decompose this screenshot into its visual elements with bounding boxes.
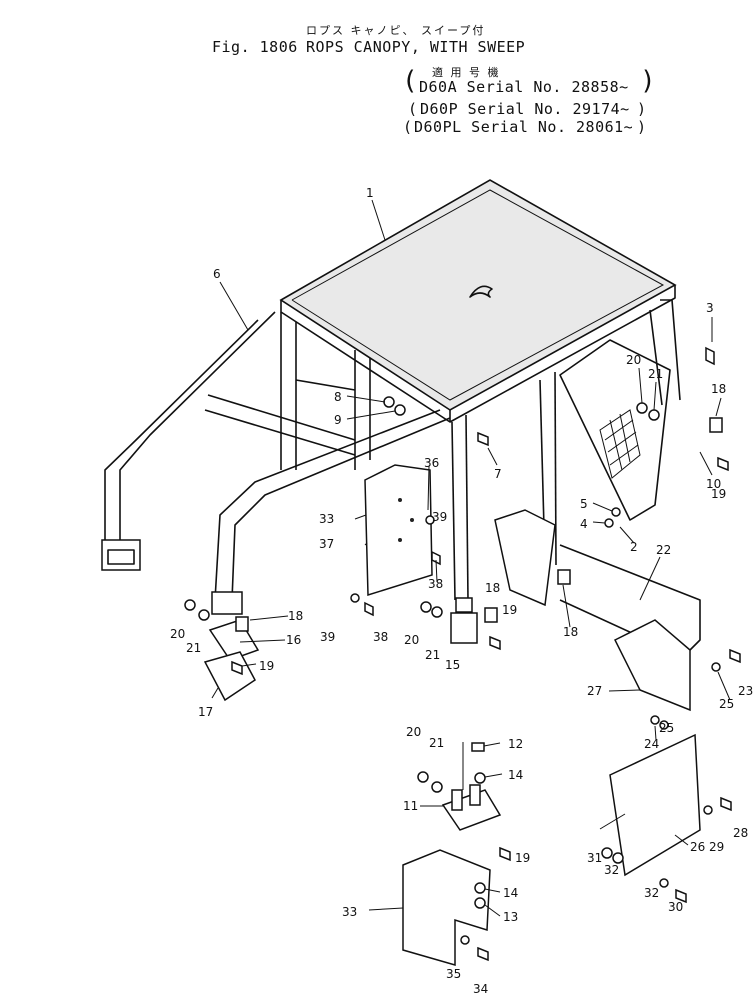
serial-paren-close-d60p: ) [637, 100, 647, 118]
callout-15: 15 [445, 658, 460, 672]
callout-18a: 18 [711, 382, 726, 396]
callout-21c: 21 [186, 641, 201, 655]
post-base-15-top [455, 597, 473, 613]
callout-19a: 19 [711, 487, 726, 501]
right-lower-plate-26 [609, 733, 701, 877]
left-bracket-assembly [203, 619, 260, 702]
figure-number: Fig. 1806 [212, 38, 298, 56]
callout-29: 29 [709, 840, 724, 854]
serial-paren-open-d60p: ( [408, 100, 418, 118]
callout-14a: 14 [508, 768, 523, 782]
callout-12: 12 [508, 737, 523, 751]
serial-paren-close-d60pl: ) [637, 118, 647, 136]
canopy-roof [279, 179, 677, 423]
middle-bracket-assembly [402, 742, 502, 966]
callout-39b: 39 [320, 630, 335, 644]
post-base-15 [450, 612, 478, 644]
callout-20c: 20 [170, 627, 185, 641]
leader-lines [211, 199, 731, 917]
callout-17: 17 [198, 705, 213, 719]
callouts: 1 2 3 4 5 6 7 8 9 10 11 12 13 14 14 15 1… [170, 186, 753, 993]
callout-22: 22 [656, 543, 671, 557]
callout-39a: 39 [432, 510, 447, 524]
bottom-rail-plate [494, 509, 701, 712]
callout-19b: 19 [502, 603, 517, 617]
callout-25b: 25 [659, 721, 674, 735]
callout-7: 7 [494, 467, 502, 481]
callout-32b: 32 [644, 886, 659, 900]
callout-20d: 20 [406, 725, 421, 739]
side-screen [559, 339, 671, 521]
callout-18d: 18 [288, 609, 303, 623]
callout-38b: 38 [373, 630, 388, 644]
callout-24: 24 [644, 737, 659, 751]
callout-20b: 20 [404, 633, 419, 647]
callout-27: 27 [587, 684, 602, 698]
callout-23: 23 [738, 684, 753, 698]
sweep-arm-left [101, 311, 451, 615]
callout-37: 37 [319, 537, 334, 551]
callout-33b: 33 [342, 905, 357, 919]
callout-21a: 21 [648, 367, 663, 381]
callout-25a: 25 [719, 697, 734, 711]
serial-line-d60pl: D60PL Serial No. 28061~ [414, 118, 634, 136]
callout-31: 31 [587, 851, 602, 865]
canopy-posts [204, 299, 681, 601]
callout-18c: 18 [563, 625, 578, 639]
callout-10: 10 [706, 477, 721, 491]
callout-20a: 20 [626, 353, 641, 367]
callout-2: 2 [630, 540, 638, 554]
callout-19c: 19 [259, 659, 274, 673]
figure-title: ROPS CANOPY, WITH SWEEP [306, 38, 526, 56]
callout-5: 5 [580, 497, 588, 511]
callout-6: 6 [213, 267, 221, 281]
callout-30: 30 [668, 900, 683, 914]
serial-line-d60p: D60P Serial No. 29174~ [420, 100, 630, 118]
callout-36: 36 [424, 456, 439, 470]
callout-14b: 14 [503, 886, 518, 900]
callout-1: 1 [366, 186, 374, 200]
callout-35: 35 [446, 967, 461, 981]
callout-28: 28 [733, 826, 748, 840]
japanese-title: ロプス キャノピ、 スイープ付 [306, 24, 486, 37]
fasteners [184, 346, 741, 962]
callout-3: 3 [706, 301, 714, 315]
serial-paren-open-d60pl: ( [403, 118, 413, 136]
callout-9: 9 [334, 413, 342, 427]
callout-32a: 32 [604, 863, 619, 877]
callout-16: 16 [286, 633, 301, 647]
callout-18b: 18 [485, 581, 500, 595]
callout-8: 8 [334, 390, 342, 404]
serial-line-d60a: D60A Serial No. 28858~ [419, 78, 629, 96]
callout-13: 13 [503, 910, 518, 924]
center-guard-panel [364, 464, 433, 597]
callout-21d: 21 [429, 736, 444, 750]
japanese-applicable-models: 適 用 号 機 [432, 66, 501, 79]
serial-bracket-open: ( [402, 66, 419, 96]
serial-bracket-close: ) [640, 66, 657, 96]
callout-33a: 33 [319, 512, 334, 526]
callout-34: 34 [473, 982, 488, 993]
screen-mesh [599, 409, 641, 479]
callout-21b: 21 [425, 648, 440, 662]
callout-19d: 19 [515, 851, 530, 865]
callout-26: 26 [690, 840, 705, 854]
callout-4: 4 [580, 517, 588, 531]
callout-38a: 38 [428, 577, 443, 591]
callout-11: 11 [403, 799, 418, 813]
